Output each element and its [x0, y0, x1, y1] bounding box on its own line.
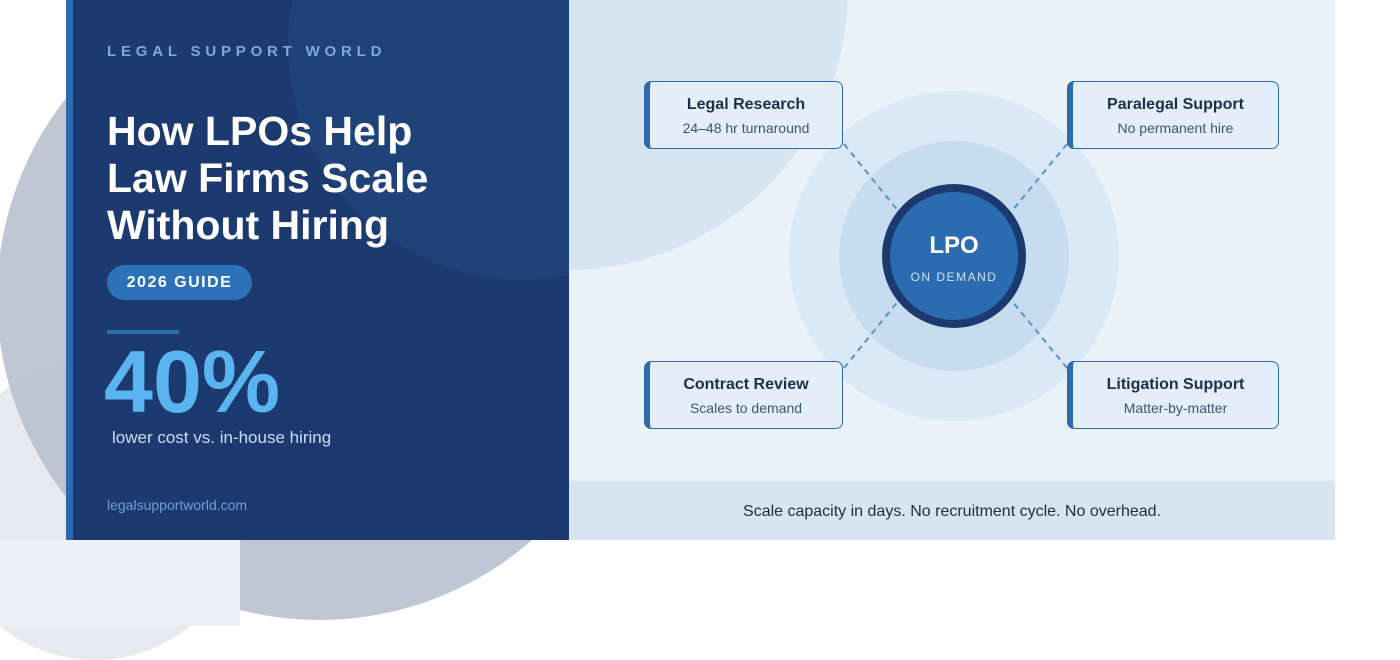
lpo-hub: LPO ON DEMAND: [882, 184, 1026, 328]
card-subtitle: Matter-by-matter: [1123, 400, 1228, 416]
card-title: Litigation Support: [1106, 376, 1245, 393]
connector-line: [1010, 299, 1068, 369]
left-panel: LEGAL SUPPORT WORLD How LPOs Help Law Fi…: [66, 0, 569, 540]
card-subtitle: Scales to demand: [689, 400, 803, 416]
footer-tagline: Scale capacity in days. No recruitment c…: [743, 503, 1161, 520]
connector-line: [843, 299, 900, 369]
headline-line: Without Hiring: [107, 202, 389, 248]
service-card-legal-research: Legal Research 24–48 hr turnaround: [644, 81, 843, 149]
card-title: Legal Research: [686, 96, 806, 113]
connector-line: [843, 143, 900, 213]
stat-value: 40%: [104, 332, 281, 431]
divider-rule: [107, 330, 179, 334]
hub-subtitle: ON DEMAND: [910, 270, 998, 284]
service-card-paralegal-support: Paralegal Support No permanent hire: [1067, 81, 1279, 149]
headline: How LPOs Help Law Firms Scale Without Hi…: [107, 108, 428, 249]
card-subtitle: No permanent hire: [1117, 120, 1234, 136]
lpo-hub-inner: LPO ON DEMAND: [890, 192, 1018, 320]
service-card-litigation-support: Litigation Support Matter-by-matter: [1067, 361, 1279, 429]
headline-line: Law Firms Scale: [107, 155, 429, 201]
guide-badge: 2026 GUIDE: [107, 265, 252, 300]
right-panel: LPO ON DEMAND Legal Research 24–48 hr tu…: [569, 0, 1335, 540]
card-title: Contract Review: [683, 376, 809, 393]
headline-line: How LPOs Help: [107, 108, 413, 154]
background-corner: [0, 540, 240, 626]
card-subtitle: 24–48 hr turnaround: [682, 120, 810, 136]
hub-title: LPO: [929, 232, 979, 259]
accent-bar: [66, 0, 73, 540]
brand-name: LEGAL SUPPORT WORLD: [107, 43, 387, 60]
connector-line: [1010, 143, 1068, 213]
footer-band: [569, 481, 1335, 540]
card-title: Paralegal Support: [1107, 96, 1244, 113]
website-link[interactable]: legalsupportworld.com: [107, 497, 248, 513]
infographic-banner: LEGAL SUPPORT WORLD How LPOs Help Law Fi…: [66, 0, 1335, 540]
stat-caption: lower cost vs. in-house hiring: [112, 428, 332, 447]
service-card-contract-review: Contract Review Scales to demand: [644, 361, 843, 429]
